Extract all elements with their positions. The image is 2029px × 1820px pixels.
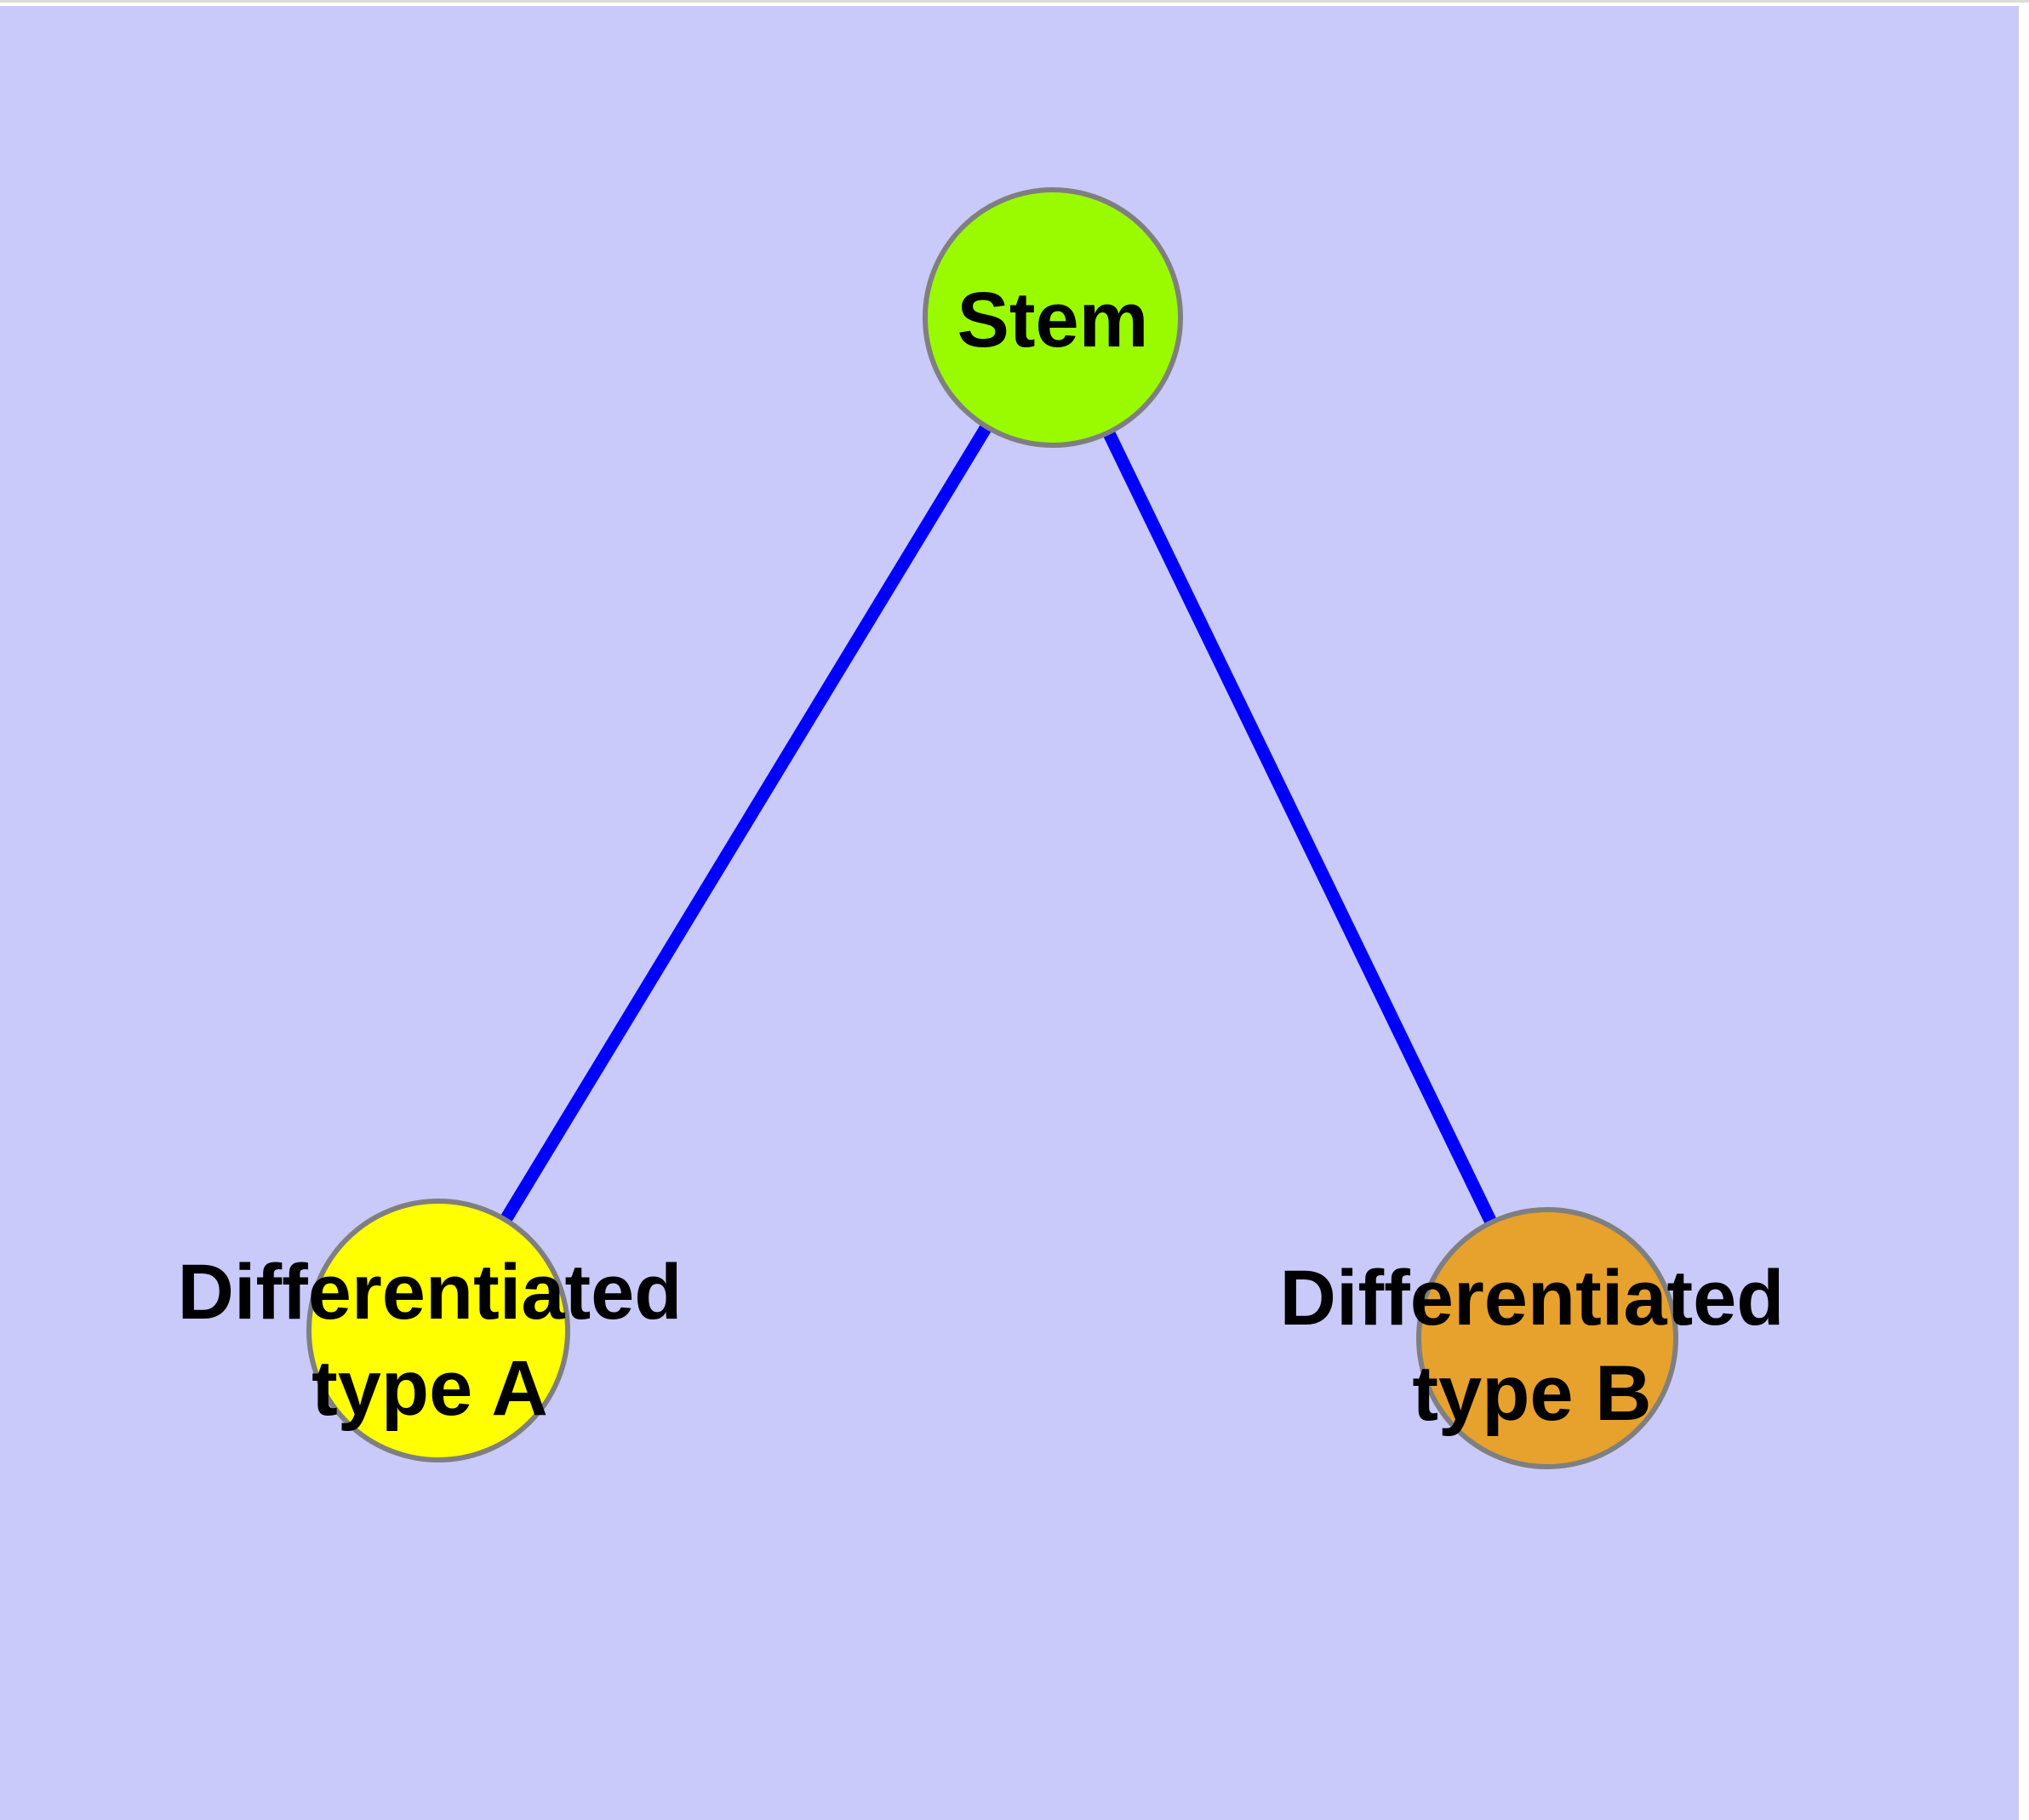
stem-node-label: Stem [957, 277, 1149, 363]
edge-stem-to-type-b [1047, 314, 1553, 1342]
stem-node[interactable] [923, 187, 1183, 448]
top-hairline [0, 0, 2029, 3]
type-a-label-line2: type A [311, 1345, 548, 1432]
type-a-node[interactable] [306, 1199, 570, 1462]
type-b-node[interactable] [1416, 1207, 1678, 1469]
type-b-label-line2: type B [1412, 1350, 1651, 1437]
type-a-label-line1: Differentiated [178, 1249, 683, 1336]
edge-stem-to-type-a [432, 314, 1059, 1334]
type-b-label-line1: Differentiated [1280, 1255, 1785, 1342]
